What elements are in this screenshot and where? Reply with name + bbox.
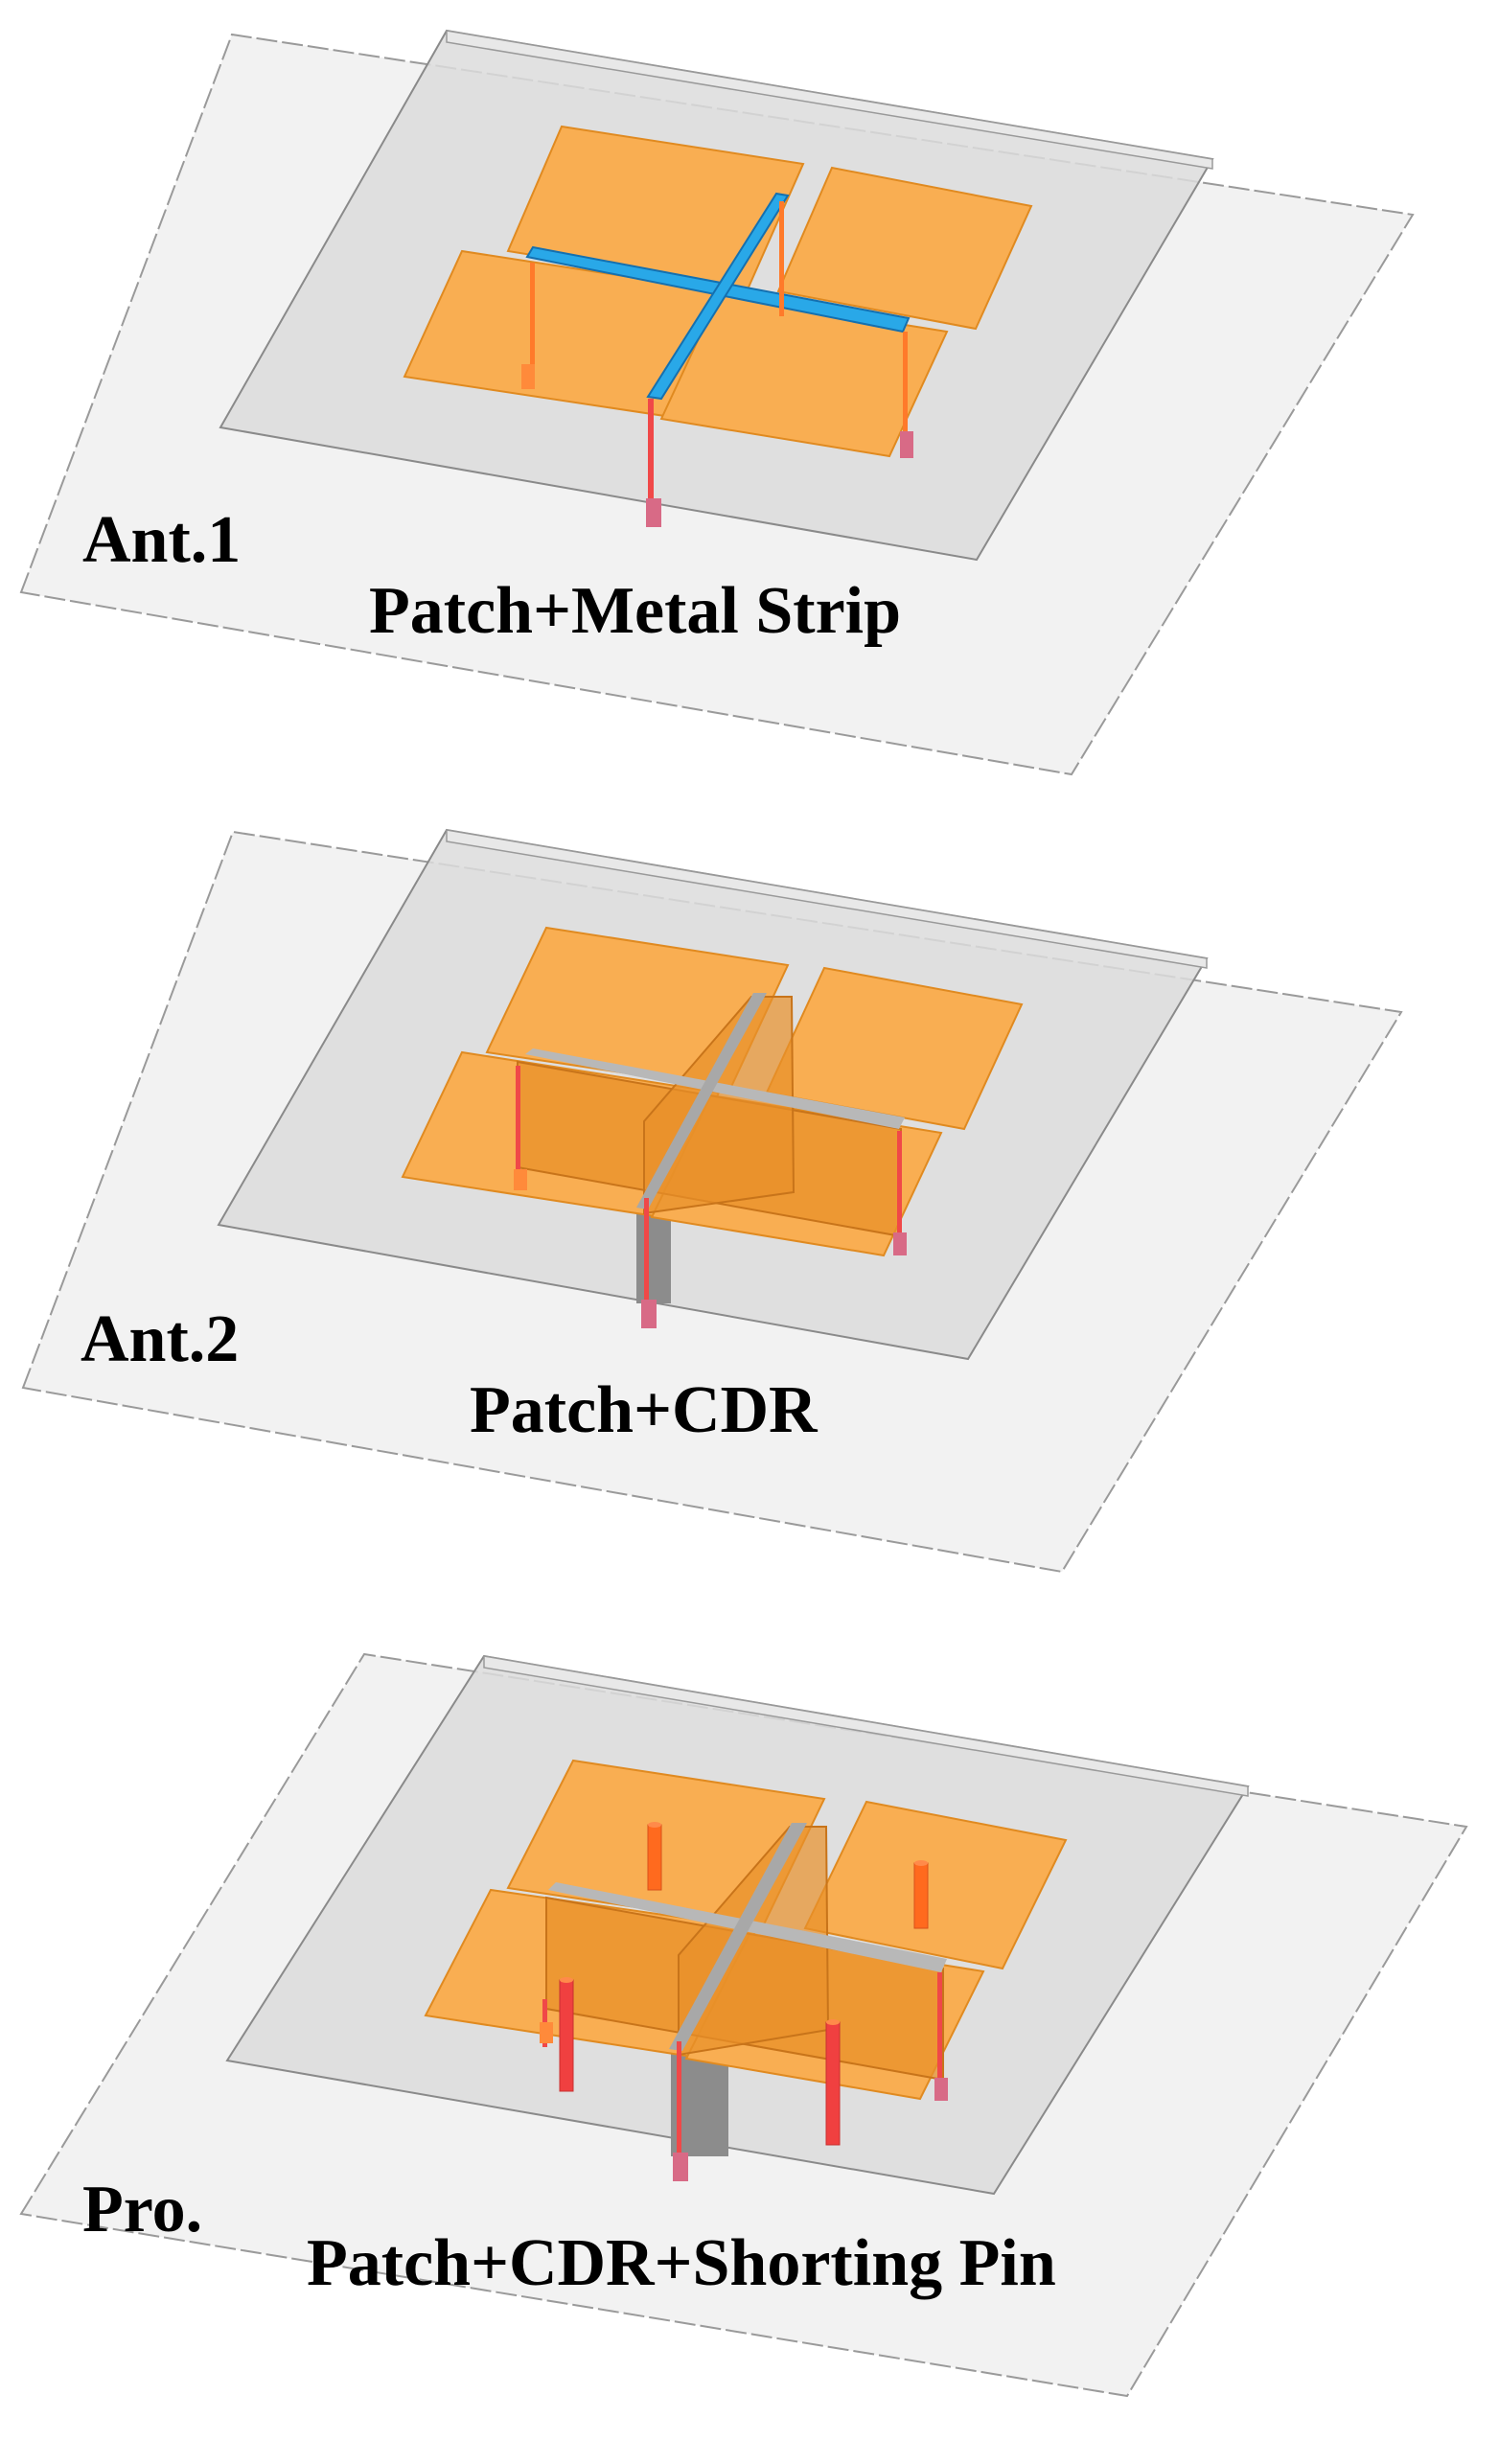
cdr-wall xyxy=(643,996,796,1215)
probe xyxy=(516,1066,520,1190)
probe xyxy=(530,263,535,378)
shorting-pin-cap xyxy=(560,1977,573,1983)
shorting-pin xyxy=(559,1979,574,2092)
panel-ant2: Ant.2 Patch+CDR xyxy=(21,828,1403,1574)
probe xyxy=(903,332,908,437)
antenna-caption: Patch+CDR xyxy=(470,1373,819,1447)
probe-base xyxy=(893,1232,907,1255)
probe-base xyxy=(934,2078,948,2101)
panel-ant1: Ant.1 Patch+Metal Strip xyxy=(19,29,1415,776)
shorting-pin-cap xyxy=(826,2019,840,2025)
substrate-edge xyxy=(446,829,1208,969)
metal-strip xyxy=(646,192,790,401)
cdr-wall xyxy=(678,1826,830,2057)
probe xyxy=(937,1972,942,2080)
shorting-pin xyxy=(913,1862,929,1929)
probe-base xyxy=(646,498,661,527)
antenna-name: Ant.1 xyxy=(82,503,241,577)
probe-base xyxy=(900,431,913,458)
cdr-wall-lower xyxy=(671,2041,728,2156)
probe xyxy=(648,399,654,504)
probe-base xyxy=(514,1169,527,1190)
cdr-top-strip xyxy=(669,1823,807,2051)
shorting-pin xyxy=(647,1824,662,1891)
shorting-pin-cap xyxy=(648,1822,661,1828)
probe-base xyxy=(521,364,535,389)
probe xyxy=(779,201,784,316)
shorting-pin xyxy=(825,2021,841,2146)
substrate-edge xyxy=(446,30,1213,170)
antenna-name: Ant.2 xyxy=(81,1302,239,1376)
probe-base xyxy=(540,2022,553,2043)
substrate-edge xyxy=(483,1655,1249,1797)
probe-base xyxy=(673,2153,688,2181)
probe-base xyxy=(641,1300,657,1328)
probe xyxy=(677,2041,681,2156)
antenna-caption: Patch+CDR+Shorting Pin xyxy=(307,2226,1056,2300)
antenna-name: Pro. xyxy=(82,2173,202,2246)
cdr-top-strip xyxy=(636,993,767,1209)
probe xyxy=(897,1131,902,1238)
probe xyxy=(644,1198,649,1313)
cdr-top-strip xyxy=(525,1048,905,1129)
panel-pro: Pro. Patch+CDR+Shorting Pin xyxy=(19,1652,1468,2398)
shorting-pin-cap xyxy=(914,1860,928,1866)
antenna-caption: Patch+Metal Strip xyxy=(369,574,901,648)
patch xyxy=(803,1800,1068,1970)
patch xyxy=(776,166,1033,331)
